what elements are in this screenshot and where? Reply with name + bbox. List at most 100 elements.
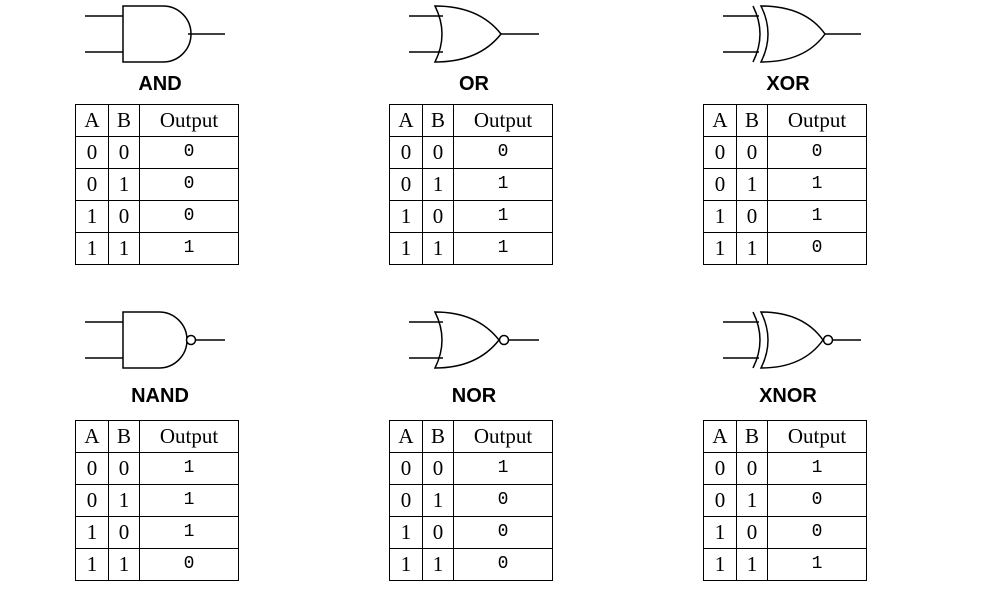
cell-b: 1: [736, 232, 768, 265]
cell-b: 0: [736, 200, 768, 233]
cell-a: 1: [703, 548, 737, 581]
cell-a: 1: [703, 200, 737, 233]
header-cell-output: Output: [767, 420, 867, 453]
gate-label: AND: [138, 73, 182, 95]
table-row: 1 0 0: [389, 516, 553, 549]
cell-b: 0: [736, 452, 768, 485]
cell-output: 0: [139, 136, 239, 169]
gate-label: OR: [459, 73, 489, 95]
header-cell-output: Output: [453, 420, 553, 453]
truth-table: A B Output 0 0 0 0 1 0 1 0 0 1 1 1: [75, 104, 239, 265]
cell-b: 0: [736, 516, 768, 549]
cell-a: 0: [389, 136, 423, 169]
cell-b: 0: [108, 200, 140, 233]
table-row: 1 0 1: [389, 200, 553, 233]
cell-a: 1: [75, 200, 109, 233]
cell-b: 1: [422, 484, 454, 517]
cell-b: 0: [108, 136, 140, 169]
cell-a: 0: [75, 168, 109, 201]
cell-b: 1: [422, 548, 454, 581]
header-cell-a: A: [75, 104, 109, 137]
table-row: 0 0 0: [703, 136, 867, 169]
or-gate-icon: [389, 4, 559, 64]
cell-a: 0: [703, 484, 737, 517]
cell-output: 0: [767, 516, 867, 549]
cell-a: 1: [703, 232, 737, 265]
table-row: 0 0 1: [389, 452, 553, 485]
header-cell-b: B: [736, 104, 768, 137]
cell-output: 0: [139, 548, 239, 581]
cell-b: 1: [736, 548, 768, 581]
cell-a: 1: [389, 200, 423, 233]
cell-a: 1: [389, 232, 423, 265]
cell-a: 0: [75, 136, 109, 169]
table-row: 1 0 0: [75, 200, 239, 233]
table-row: 1 1 0: [703, 232, 867, 265]
cell-b: 1: [422, 232, 454, 265]
truth-table: A B Output 0 0 0 0 1 1 1 0 1 1 1 1: [389, 104, 553, 265]
cell-b: 1: [108, 168, 140, 201]
cell-output: 1: [139, 452, 239, 485]
table-row: 0 1 1: [703, 168, 867, 201]
header-cell-b: B: [108, 420, 140, 453]
cell-b: 1: [108, 548, 140, 581]
cell-a: 1: [75, 516, 109, 549]
table-header-row: A B Output: [75, 104, 239, 137]
cell-a: 1: [75, 548, 109, 581]
cell-a: 0: [75, 452, 109, 485]
header-cell-a: A: [703, 104, 737, 137]
table-row: 0 0 1: [75, 452, 239, 485]
header-cell-b: B: [108, 104, 140, 137]
cell-output: 1: [767, 168, 867, 201]
table-header-row: A B Output: [389, 420, 553, 453]
cell-a: 0: [389, 452, 423, 485]
cell-output: 0: [453, 484, 553, 517]
truth-table: A B Output 0 0 0 0 1 1 1 0 1 1 1 0: [703, 104, 867, 265]
table-row: 1 1 0: [75, 548, 239, 581]
table-header-row: A B Output: [75, 420, 239, 453]
table-header-row: A B Output: [703, 104, 867, 137]
cell-b: 1: [108, 484, 140, 517]
cell-output: 0: [453, 548, 553, 581]
table-row: 0 1 0: [75, 168, 239, 201]
table-row: 0 0 0: [389, 136, 553, 169]
header-cell-b: B: [422, 104, 454, 137]
truth-table: A B Output 0 0 1 0 1 0 1 0 0 1 1 1: [703, 420, 867, 581]
cell-b: 1: [736, 168, 768, 201]
table-row: 0 1 1: [75, 484, 239, 517]
cell-output: 0: [139, 200, 239, 233]
cell-a: 0: [75, 484, 109, 517]
cell-b: 1: [422, 168, 454, 201]
cell-output: 1: [453, 200, 553, 233]
cell-a: 0: [389, 484, 423, 517]
cell-output: 0: [767, 484, 867, 517]
gate-label: NOR: [451, 385, 497, 407]
gate-label: XOR: [766, 73, 810, 95]
cell-output: 1: [139, 232, 239, 265]
cell-b: 0: [422, 452, 454, 485]
table-row: 0 1 1: [389, 168, 553, 201]
cell-a: 1: [389, 548, 423, 581]
header-cell-b: B: [736, 420, 768, 453]
cell-output: 0: [453, 516, 553, 549]
truth-table: A B Output 0 0 1 0 1 1 1 0 1 1 1 0: [75, 420, 239, 581]
table-row: 1 1 1: [703, 548, 867, 581]
table-row: 1 1 1: [75, 232, 239, 265]
table-row: 0 1 0: [389, 484, 553, 517]
cell-b: 0: [422, 200, 454, 233]
table-row: 1 0 1: [75, 516, 239, 549]
gate-label: XNOR: [759, 385, 817, 407]
cell-output: 1: [453, 452, 553, 485]
table-row: 1 1 0: [389, 548, 553, 581]
cell-b: 0: [422, 516, 454, 549]
cell-output: 1: [767, 200, 867, 233]
gate-label: NAND: [131, 385, 189, 407]
table-row: 0 1 0: [703, 484, 867, 517]
header-cell-b: B: [422, 420, 454, 453]
cell-b: 0: [736, 136, 768, 169]
xor-gate-icon: [703, 4, 873, 64]
truth-table: A B Output 0 0 1 0 1 0 1 0 0 1 1 0: [389, 420, 553, 581]
header-cell-a: A: [389, 420, 423, 453]
table-row: 0 0 0: [75, 136, 239, 169]
cell-b: 0: [108, 516, 140, 549]
